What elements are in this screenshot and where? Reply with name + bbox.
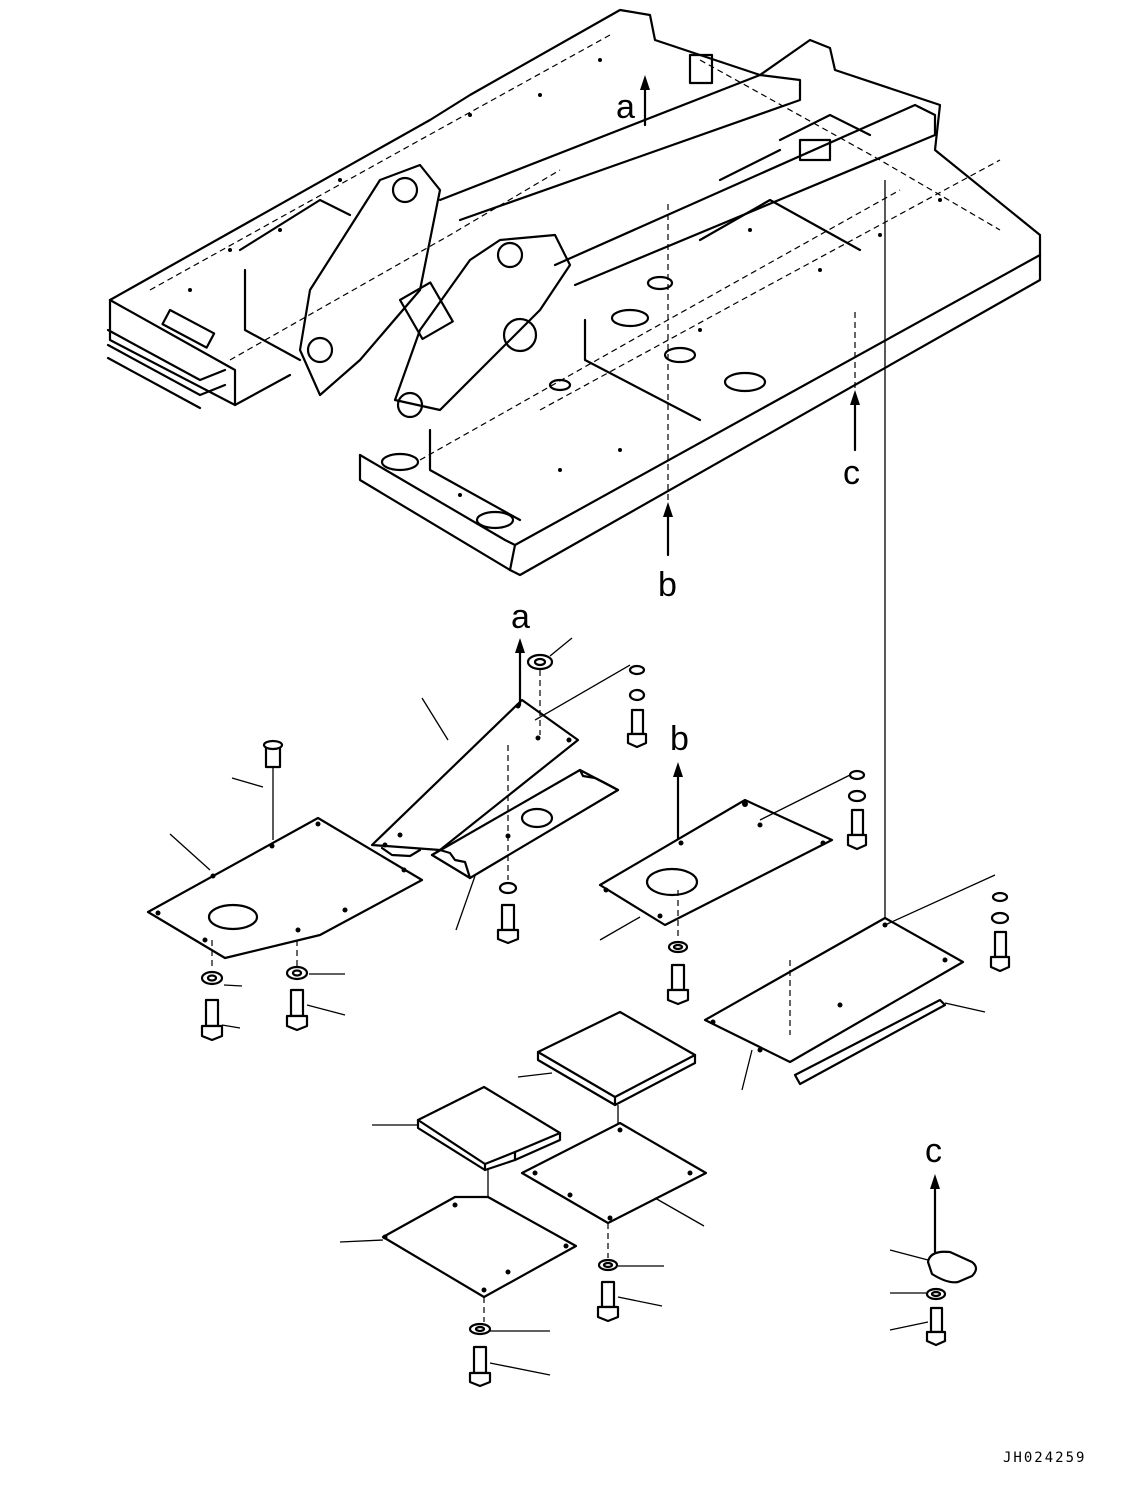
bracket-plate-center [430, 745, 620, 931]
cover-plate-right-long [703, 874, 996, 1091]
bolt-set-right-far [989, 891, 1011, 973]
pin-part [231, 739, 284, 840]
cover-plate-lower-right [520, 1121, 708, 1258]
bolt-set-lower [468, 1258, 664, 1388]
bolt-set-center-top [626, 664, 648, 749]
cover-plate-lower-left [339, 1195, 578, 1322]
ref-label-c-bottom: c [925, 1132, 942, 1170]
ref-label-b-bottom: b [670, 720, 689, 758]
bolt-set-left [200, 940, 346, 1042]
cover-plate-right-top [598, 774, 851, 941]
ref-label-b-top: b [658, 566, 677, 604]
reference-arrow-c-lower: c [889, 1132, 978, 1347]
insulation-pad-upper [517, 1010, 697, 1172]
cover-plate-center-top [370, 664, 631, 858]
bolt-set-center-mid [496, 881, 520, 945]
revolving-frame [106, 8, 1042, 577]
document-code: JH024259 [1003, 1450, 1086, 1466]
reference-arrow-a-lower: a [511, 598, 573, 735]
reference-arrows-upper: a b c [616, 75, 886, 920]
ref-label-a-bottom: a [511, 598, 530, 636]
ref-label-a-top: a [616, 88, 635, 126]
bolt-set-right-top [666, 769, 868, 1006]
ref-label-c-top: c [843, 454, 860, 492]
